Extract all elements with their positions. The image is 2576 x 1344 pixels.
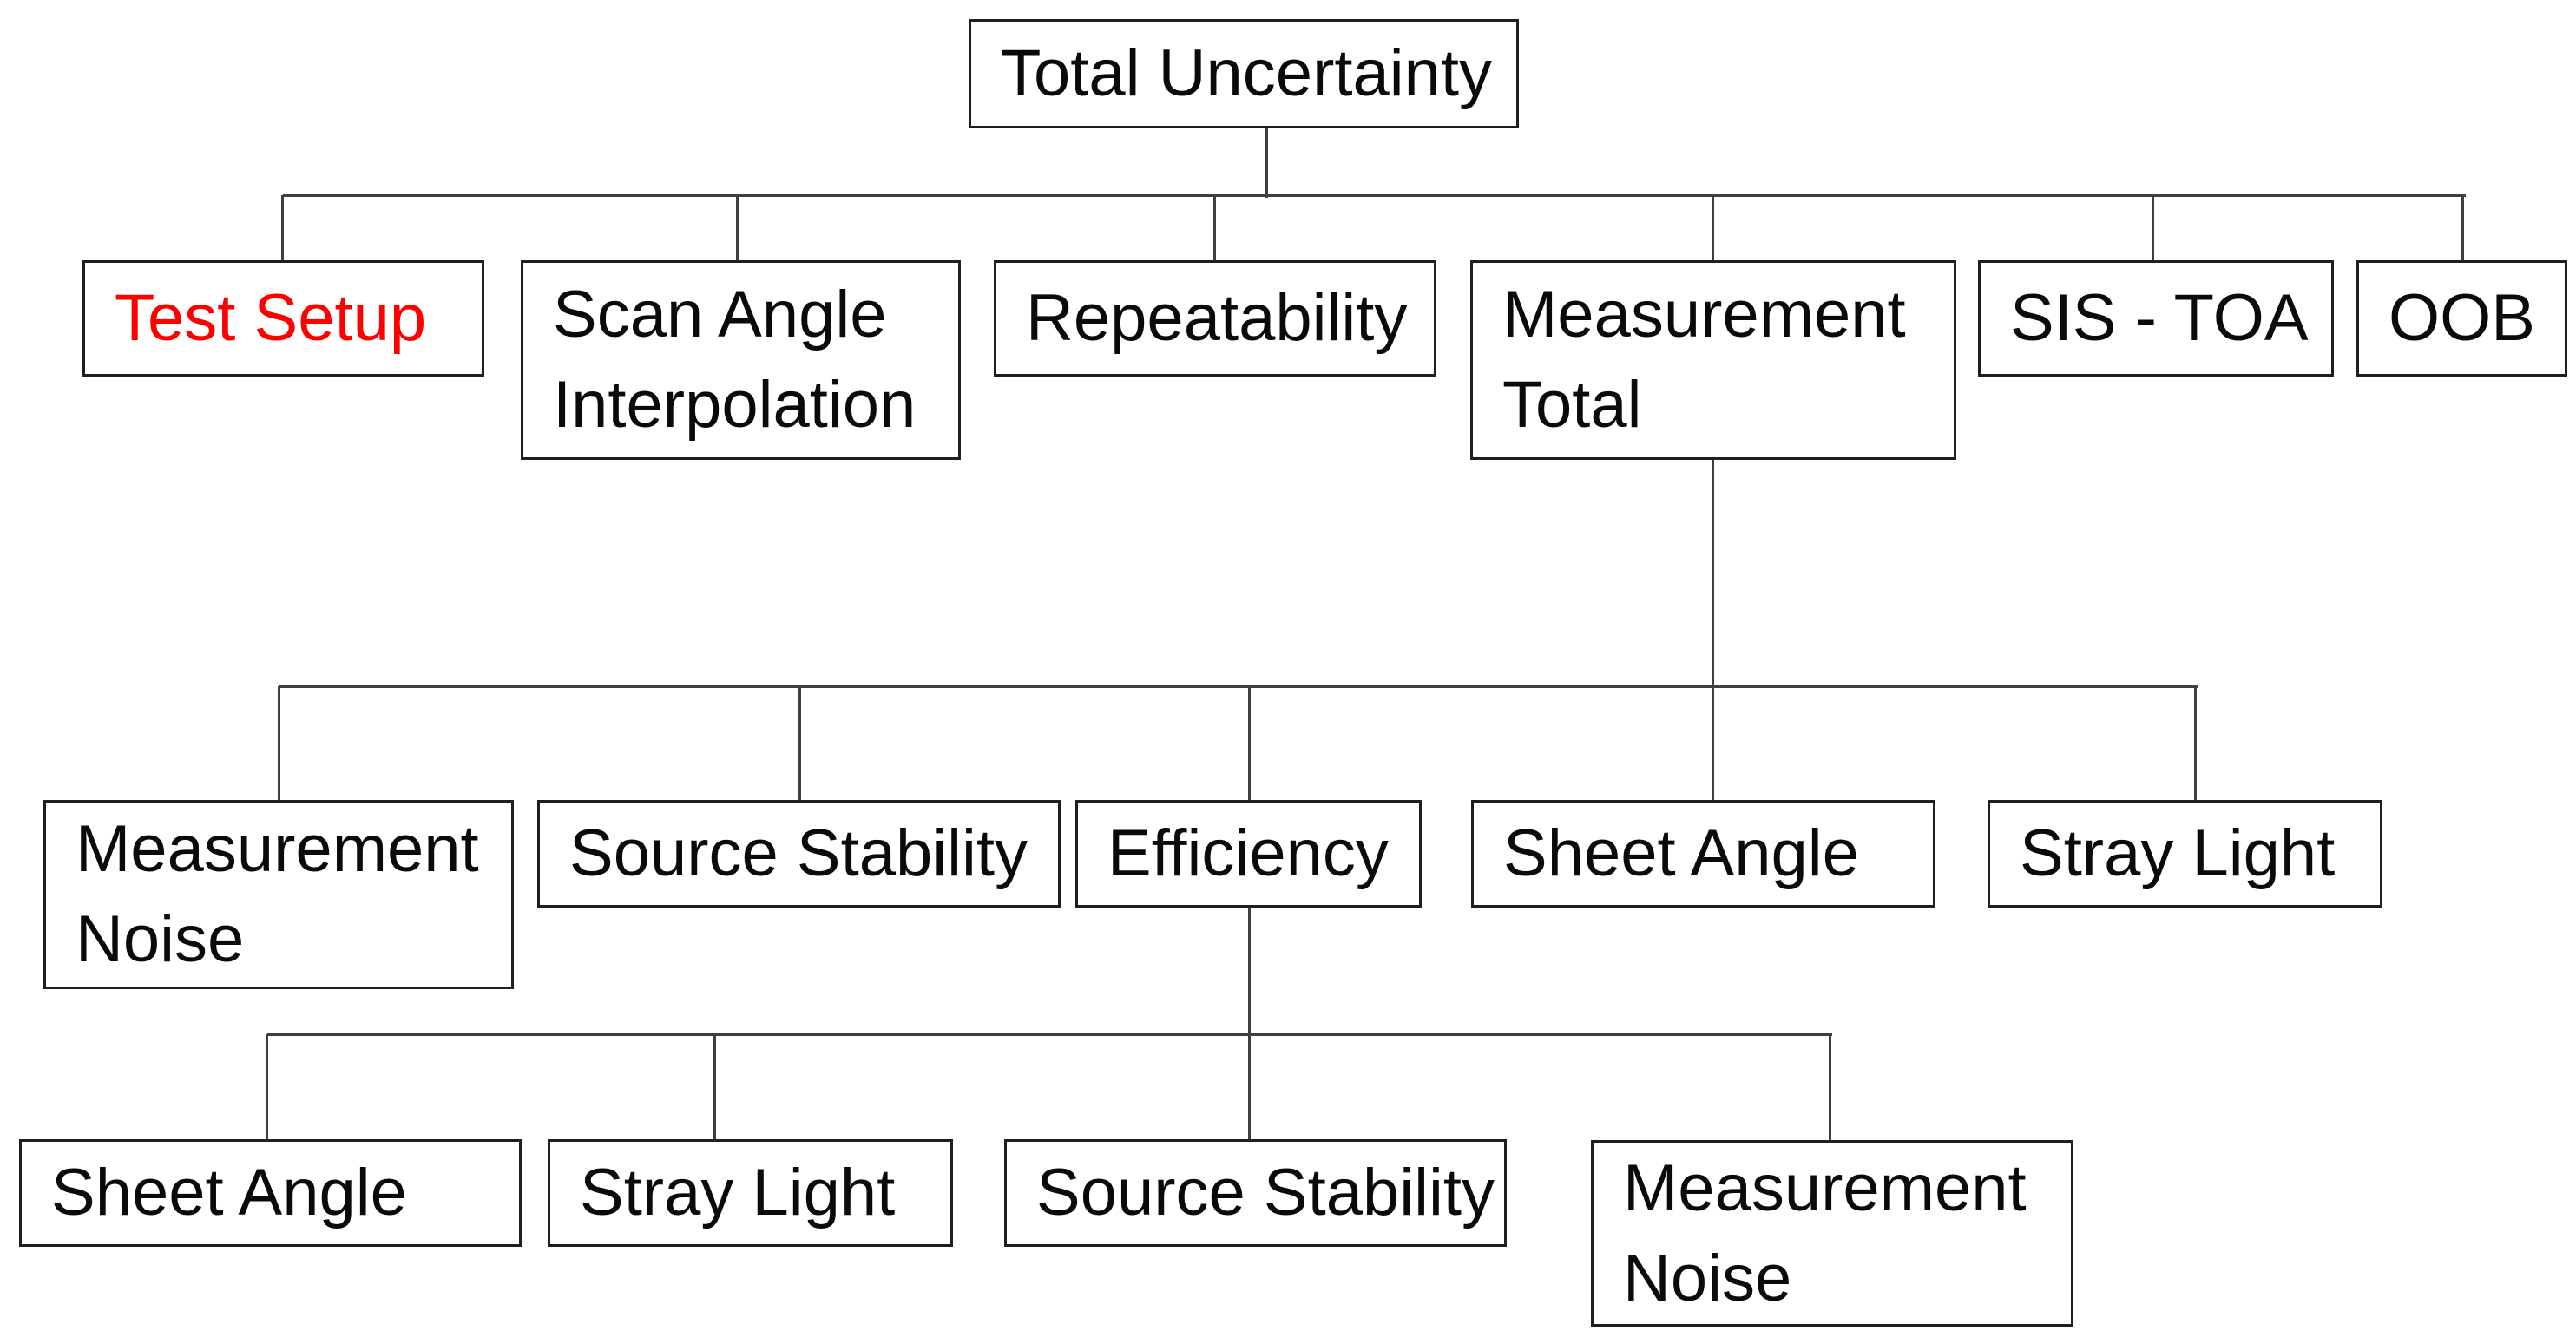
node-oob: OOB <box>2356 260 2567 377</box>
connector-drop-measurement-total <box>1712 195 1714 263</box>
connector-drop-source-stability-1 <box>798 686 801 802</box>
connector-drop-measurement-noise-2 <box>1829 1034 1831 1143</box>
node-stray-light-2: Stray Light <box>548 1139 953 1247</box>
connector-drop-source-stability-2 <box>1248 1034 1251 1142</box>
connector-drop-sis-toa <box>2152 195 2154 263</box>
node-sheet-angle-2: Sheet Angle <box>19 1139 522 1247</box>
connector-measurement-total-drop <box>1712 460 1714 686</box>
connector-level3-rail <box>279 685 2198 688</box>
node-efficiency: Efficiency <box>1075 800 1422 908</box>
connector-drop-efficiency <box>1248 686 1251 802</box>
node-repeatability: Repeatability <box>994 260 1436 377</box>
connector-drop-scan-angle-interpolation <box>736 195 739 263</box>
connector-drop-sheet-angle-2 <box>266 1034 268 1142</box>
connector-drop-test-setup <box>281 195 284 263</box>
connector-efficiency-drop <box>1248 908 1251 1034</box>
connector-level2-rail <box>283 194 2466 197</box>
node-source-stability-1: Source Stability <box>537 800 1061 908</box>
node-sheet-angle-1: Sheet Angle <box>1471 800 1935 908</box>
connector-drop-measurement-noise-1 <box>278 686 280 802</box>
node-total-uncertainty: Total Uncertainty <box>969 19 1519 128</box>
node-source-stability-2: Source Stability <box>1004 1139 1507 1247</box>
connector-drop-oob <box>2461 195 2464 263</box>
connector-drop-stray-light-1 <box>2194 686 2197 802</box>
node-stray-light-1: Stray Light <box>1988 800 2382 908</box>
node-measurement-noise-2: Measurement Noise <box>1591 1140 2073 1327</box>
node-measurement-noise-1: Measurement Noise <box>43 800 514 989</box>
node-sis-toa: SIS - TOA <box>1978 260 2334 377</box>
connector-drop-sheet-angle-1 <box>1712 686 1714 802</box>
connector-level4-rail <box>267 1033 1832 1036</box>
connector-drop-stray-light-2 <box>713 1034 716 1142</box>
node-scan-angle-interpolation: Scan Angle Interpolation <box>521 260 961 460</box>
node-measurement-total: Measurement Total <box>1470 260 1956 460</box>
connector-root-drop <box>1265 128 1268 198</box>
connector-drop-repeatability <box>1213 195 1216 263</box>
node-test-setup: Test Setup <box>82 260 484 377</box>
